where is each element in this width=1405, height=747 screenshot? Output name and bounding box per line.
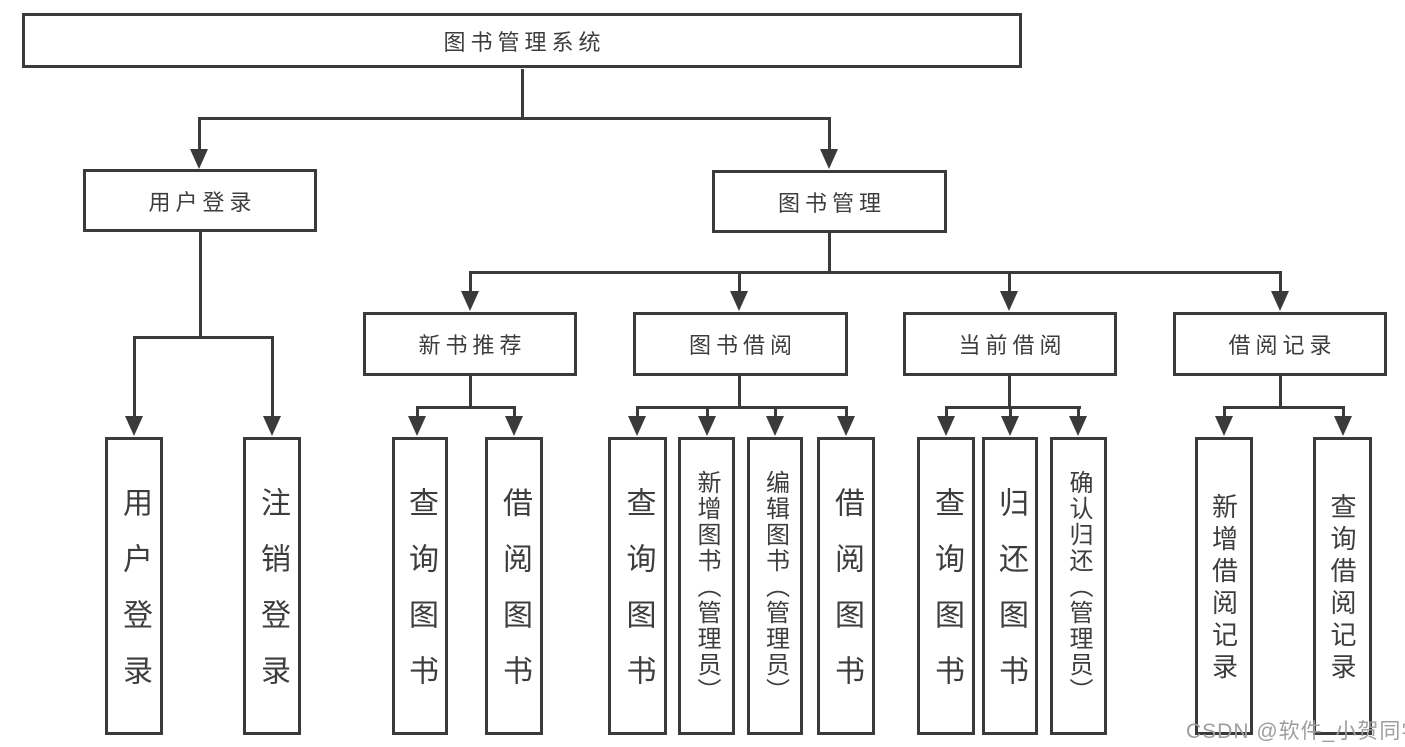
node-book-borrowing: 图书借阅 <box>633 312 848 376</box>
connector-line <box>198 232 202 337</box>
node-new-book-recommend: 新书推荐 <box>363 312 577 376</box>
connector-line <box>827 118 831 152</box>
connector-line <box>1222 407 1226 418</box>
node-label: 图书管理 <box>777 190 886 216</box>
node-user-login: 用户登录 <box>83 169 317 232</box>
arrow-down-icon <box>1271 291 1289 311</box>
leaf-query-books-borrowing: 查询图书 <box>608 437 667 735</box>
leaf-query-borrow-record: 查询借阅记录 <box>1313 437 1372 735</box>
connector-line <box>1076 407 1080 418</box>
arrow-down-icon <box>1069 416 1087 436</box>
node-borrow-records: 借阅记录 <box>1173 312 1387 376</box>
connector-line <box>270 337 274 418</box>
node-label: 查询图书 <box>404 487 437 711</box>
connector-line <box>944 405 1081 409</box>
connector-line <box>512 407 516 418</box>
node-label: 查询借阅记录 <box>1327 493 1357 685</box>
connector-line <box>520 69 524 118</box>
leaf-add-borrow-record: 新增借阅记录 <box>1195 437 1253 735</box>
connector-line <box>635 407 639 418</box>
leaf-return-books: 归还图书 <box>982 437 1038 735</box>
arrow-down-icon <box>1000 291 1018 311</box>
connector-line <box>1341 407 1345 418</box>
csdn-watermark: CSDN @软件_小贺同学 <box>1186 720 1405 743</box>
node-label: 当前借阅 <box>958 333 1067 358</box>
arrow-down-icon <box>837 416 855 436</box>
leaf-borrow-books-recommend: 借阅图书 <box>485 437 543 735</box>
leaf-borrow-books-borrowing: 借阅图书 <box>817 437 875 735</box>
node-label: 图书借阅 <box>688 333 797 358</box>
connector-line <box>415 407 419 418</box>
node-label: 归还图书 <box>994 487 1027 711</box>
arrow-down-icon <box>125 416 143 436</box>
connector-line <box>197 116 831 120</box>
node-label: 查询图书 <box>930 487 963 711</box>
connector-line <box>1278 376 1282 408</box>
arrow-down-icon <box>820 149 838 169</box>
leaf-edit-books-admin: 编辑图书（管理员） <box>747 437 803 735</box>
node-book-management: 图书管理 <box>712 170 947 233</box>
connector-line <box>737 376 741 408</box>
leaf-add-books-admin: 新增图书（管理员） <box>678 437 735 735</box>
connector-line <box>635 405 848 409</box>
connector-line <box>1007 272 1011 294</box>
node-label: 编辑图书（管理员） <box>761 470 789 704</box>
leaf-query-books-recommend: 查询图书 <box>392 437 448 735</box>
node-label: 确认归还（管理员） <box>1065 470 1092 704</box>
connector-line <box>197 118 201 152</box>
node-label: 查询图书 <box>621 487 655 711</box>
connector-line <box>773 407 777 418</box>
connector-line <box>415 405 516 409</box>
connector-line <box>132 335 274 339</box>
connector-line <box>827 233 831 272</box>
connector-line <box>944 407 948 418</box>
node-library-system: 图书管理系统 <box>22 13 1022 68</box>
arrow-down-icon <box>698 416 716 436</box>
connector-line <box>737 272 741 294</box>
node-label: 借阅图书 <box>830 487 863 711</box>
connector-line <box>1278 272 1282 294</box>
node-label: 借阅记录 <box>1228 333 1337 358</box>
arrow-down-icon <box>408 416 426 436</box>
node-label: 图书管理系统 <box>443 29 606 55</box>
connector-line <box>132 337 136 418</box>
arrow-down-icon <box>937 416 955 436</box>
arrow-down-icon <box>1334 416 1352 436</box>
leaf-query-books-current: 查询图书 <box>917 437 975 735</box>
connector-line <box>468 376 472 408</box>
node-label: 用户登录 <box>148 189 257 215</box>
leaf-logout: 注销登录 <box>243 437 301 735</box>
node-label: 新增借阅记录 <box>1208 493 1239 685</box>
leaf-user-login: 用户登录 <box>105 437 163 735</box>
connector-line <box>468 270 1282 274</box>
connector-line <box>705 407 709 418</box>
connector-line <box>1008 407 1012 418</box>
arrow-down-icon <box>190 149 208 169</box>
connector-line <box>1007 376 1011 408</box>
node-current-borrowing: 当前借阅 <box>903 312 1117 376</box>
arrow-down-icon <box>628 416 646 436</box>
connector-line <box>468 272 472 294</box>
connector-line <box>844 407 848 418</box>
arrow-down-icon <box>1215 416 1233 436</box>
arrow-down-icon <box>1001 416 1019 436</box>
node-label: 注销登录 <box>256 487 289 711</box>
arrow-down-icon <box>505 416 523 436</box>
connector-line <box>1222 405 1345 409</box>
node-label: 借阅图书 <box>498 487 531 711</box>
arrow-down-icon <box>730 291 748 311</box>
arrow-down-icon <box>766 416 784 436</box>
arrow-down-icon <box>461 291 479 311</box>
leaf-confirm-return-admin: 确认归还（管理员） <box>1050 437 1107 735</box>
arrow-down-icon <box>263 416 281 436</box>
node-label: 新增图书（管理员） <box>693 470 720 704</box>
node-label: 新书推荐 <box>418 333 527 358</box>
node-label: 用户登录 <box>118 487 151 711</box>
